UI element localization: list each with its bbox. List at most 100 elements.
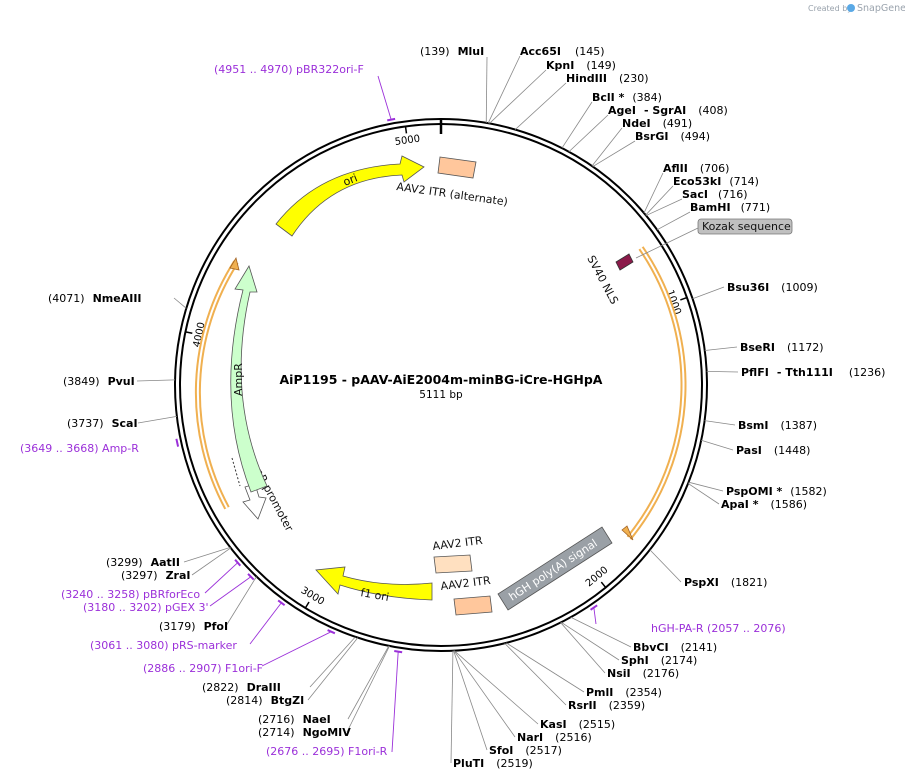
aav2-itr-alternate-label: AAV2 ITR (alternate) <box>396 180 509 209</box>
site-leader-28 <box>450 650 454 764</box>
primer-f1ori-r[interactable]: (2676 .. 2695) F1ori-R <box>266 745 388 758</box>
primer-labels: (4951 .. 4970) pBR322ori-F (3649 .. 3668… <box>20 63 786 758</box>
aav2-itr-upper-label: AAV2 ITR <box>432 534 484 553</box>
site-leader-29 <box>346 645 390 733</box>
site-leader-24 <box>504 642 567 706</box>
site-leader-14 <box>706 370 739 373</box>
site-acc65i[interactable]: Acc65I(145) <box>520 45 605 58</box>
site-leader-9 <box>645 185 674 216</box>
primer-leader-7 <box>593 607 597 625</box>
icre-orf-inner <box>628 247 685 539</box>
site-sphi[interactable]: SphI(2174) <box>621 654 697 667</box>
site-leader-33 <box>225 576 257 627</box>
primer-pgex3[interactable]: (3180 .. 3202) pGEX 3' <box>83 601 209 614</box>
site-leader-17 <box>688 481 724 492</box>
site-leader-16 <box>701 439 734 451</box>
site-naei[interactable]: (2716)NaeI <box>258 713 331 726</box>
tick-label-3000: 3000 <box>299 585 326 608</box>
site-apai[interactable]: ApaI *(1586) <box>721 498 807 511</box>
aav2-itr-alternate-feature[interactable] <box>437 156 477 179</box>
site-nsii[interactable]: NsiI(2176) <box>607 667 679 680</box>
site-leader-21 <box>561 621 620 661</box>
primer-pbrforeco[interactable]: (3240 .. 3258) pBRforEco <box>61 588 200 601</box>
ampr-feature[interactable] <box>230 265 268 493</box>
site-leader-20 <box>570 616 632 648</box>
site-draiii[interactable]: (2822)DraIII <box>202 681 281 694</box>
ampr-label: AmpR <box>232 363 245 396</box>
primer-leader-1 <box>176 442 179 447</box>
site-pvui[interactable]: (3849)PvuI <box>63 375 135 388</box>
site-aatii[interactable]: (3299)AatII <box>106 556 180 569</box>
credit-text: Created by <box>808 4 852 13</box>
site-leader-2 <box>489 69 547 124</box>
site-pmli[interactable]: PmlI(2354) <box>586 686 662 699</box>
site-pspxi[interactable]: PspXI(1821) <box>684 576 767 589</box>
primer-amp-r[interactable]: (3649 .. 3668) Amp-R <box>20 442 139 455</box>
site-leader-5 <box>568 114 609 153</box>
site-bsrgi[interactable]: BsrGI(494) <box>635 130 710 143</box>
primer-f1ori-f[interactable]: (2886 .. 2907) F1ori-F <box>143 662 263 675</box>
site-bsu36i[interactable]: Bsu36I(1009) <box>727 281 818 294</box>
site-pluti[interactable]: PluTI(2519) <box>453 757 533 770</box>
site-leader-38 <box>173 297 187 309</box>
site-rsrii[interactable]: RsrII(2359) <box>568 699 645 712</box>
site-kasi[interactable]: KasI(2515) <box>540 718 615 731</box>
site-saci[interactable]: SacI(716) <box>682 188 748 201</box>
primer-prs-marker[interactable]: (3061 .. 3080) pRS-marker <box>90 639 237 652</box>
site-bseri[interactable]: BseRI(1172) <box>740 341 824 354</box>
aav2-itr-upper-feature[interactable] <box>433 554 473 574</box>
primer-mark-5 <box>327 629 336 635</box>
site-pfoi[interactable]: (3179)PfoI <box>159 620 228 633</box>
site-leader-23 <box>506 642 585 693</box>
site-sfoi[interactable]: SfoI(2517) <box>489 744 562 757</box>
aav2-itr-lower-label: AAV2 ITR <box>440 574 492 593</box>
ori-feature[interactable] <box>275 155 425 237</box>
icre-orf-arrowhead <box>621 525 634 541</box>
site-ngomiv[interactable]: (2714)NgoMIV <box>258 726 351 739</box>
site-btgzi[interactable]: (2814)BtgZI <box>226 694 304 707</box>
site-zrai[interactable]: (3297)ZraI <box>121 569 191 582</box>
ampr-promoter-feature[interactable] <box>242 483 267 520</box>
site-nari[interactable]: NarI(2516) <box>517 731 592 744</box>
site-leader-27 <box>453 650 488 751</box>
primer-pbr322ori-f[interactable]: (4951 .. 4970) pBR322ori-F <box>214 63 364 76</box>
site-mlui[interactable]: (139)MluI <box>420 45 484 58</box>
site-leader-26 <box>453 650 516 738</box>
hgh-polya-feature[interactable] <box>497 526 613 611</box>
site-pflfi-tth111i[interactable]: PflFI- Tth111I(1236) <box>741 366 885 379</box>
f1-ori-feature[interactable] <box>315 566 433 601</box>
site-agei-sgrai[interactable]: AgeI- SgrAI(408) <box>608 104 728 117</box>
sv40-nls-feature[interactable] <box>615 253 634 271</box>
site-nmeaiii[interactable]: (4071)NmeAIII <box>48 292 142 305</box>
site-kpni[interactable]: KpnI(149) <box>546 59 616 72</box>
site-leader-6 <box>591 127 623 167</box>
aav2-itr-lower-feature[interactable] <box>453 595 493 616</box>
site-bamhi[interactable]: BamHI(771) <box>690 201 770 214</box>
primer-leader-2 <box>204 562 239 594</box>
site-leader-37 <box>136 379 176 382</box>
ampr-boundary-dashes <box>231 457 241 487</box>
site-leader-22 <box>560 622 606 674</box>
site-pasi[interactable]: PasI(1448) <box>736 444 810 457</box>
kozak-sequence-box[interactable] <box>697 218 793 235</box>
site-scai[interactable]: (3737)ScaI <box>67 417 138 430</box>
site-bbvci[interactable]: BbvCI(2141) <box>633 641 717 654</box>
site-leader-34 <box>191 547 231 576</box>
site-bsmi[interactable]: BsmI(1387) <box>738 419 817 432</box>
primer-leader-5 <box>261 631 332 667</box>
sv40-nls-label: SV40 NLS <box>584 253 621 306</box>
site-leader-31 <box>307 637 359 701</box>
site-bcli[interactable]: BclI *(384) <box>592 91 662 104</box>
site-leader-12 <box>692 286 725 300</box>
site-pspomi[interactable]: PspOMI *(1582) <box>726 485 827 498</box>
kozak-leader <box>635 227 699 259</box>
site-leader-30 <box>347 645 390 720</box>
site-leader-35 <box>183 547 231 563</box>
site-ndei[interactable]: NdeI(491) <box>622 117 692 130</box>
site-eco53ki[interactable]: Eco53kI(714) <box>673 175 759 188</box>
primer-hgh-pa-r[interactable]: hGH-PA-R (2057 .. 2076) <box>651 622 786 635</box>
site-aflii[interactable]: AflII(706) <box>663 162 729 175</box>
restriction-site-labels: (139)MluI Acc65I(145) KpnI(149) HindIII(… <box>48 45 885 770</box>
site-hindiii[interactable]: HindIII(230) <box>566 72 649 85</box>
site-leader-3 <box>514 82 567 130</box>
